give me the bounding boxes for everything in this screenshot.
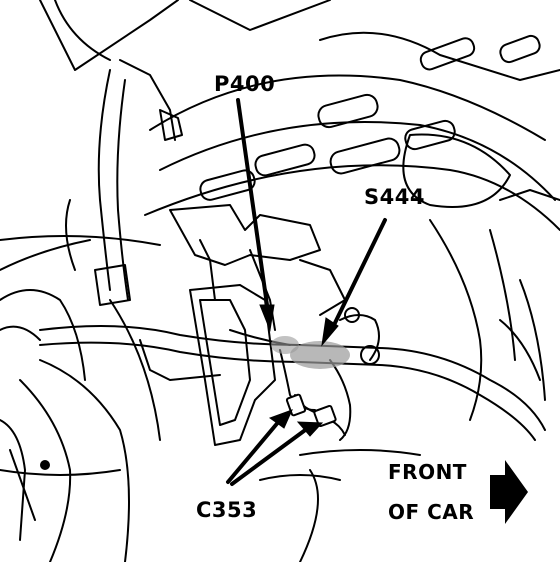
callout-s444: S444 bbox=[364, 185, 425, 209]
mounting-bracket bbox=[169, 204, 346, 446]
panel-ribs bbox=[199, 34, 541, 208]
right-floor-lines bbox=[0, 219, 546, 562]
front-of-car-line2: OF CAR bbox=[388, 500, 475, 524]
front-of-car-line1: FRONT bbox=[388, 460, 467, 484]
p400-pointer-arrow bbox=[236, 98, 275, 332]
front-arrow-icon bbox=[490, 460, 528, 524]
s444-pointer-arrow bbox=[321, 218, 387, 347]
c353-pointer-arrow-2 bbox=[230, 421, 324, 486]
c353-pointer-arrow-1 bbox=[226, 409, 293, 484]
callout-c353: C353 bbox=[196, 498, 258, 522]
splice-shading bbox=[271, 336, 350, 369]
hinge-strut bbox=[65, 59, 183, 306]
body-panel-lines bbox=[0, 0, 560, 271]
callout-p400: P400 bbox=[214, 72, 276, 96]
left-fender bbox=[0, 289, 161, 562]
